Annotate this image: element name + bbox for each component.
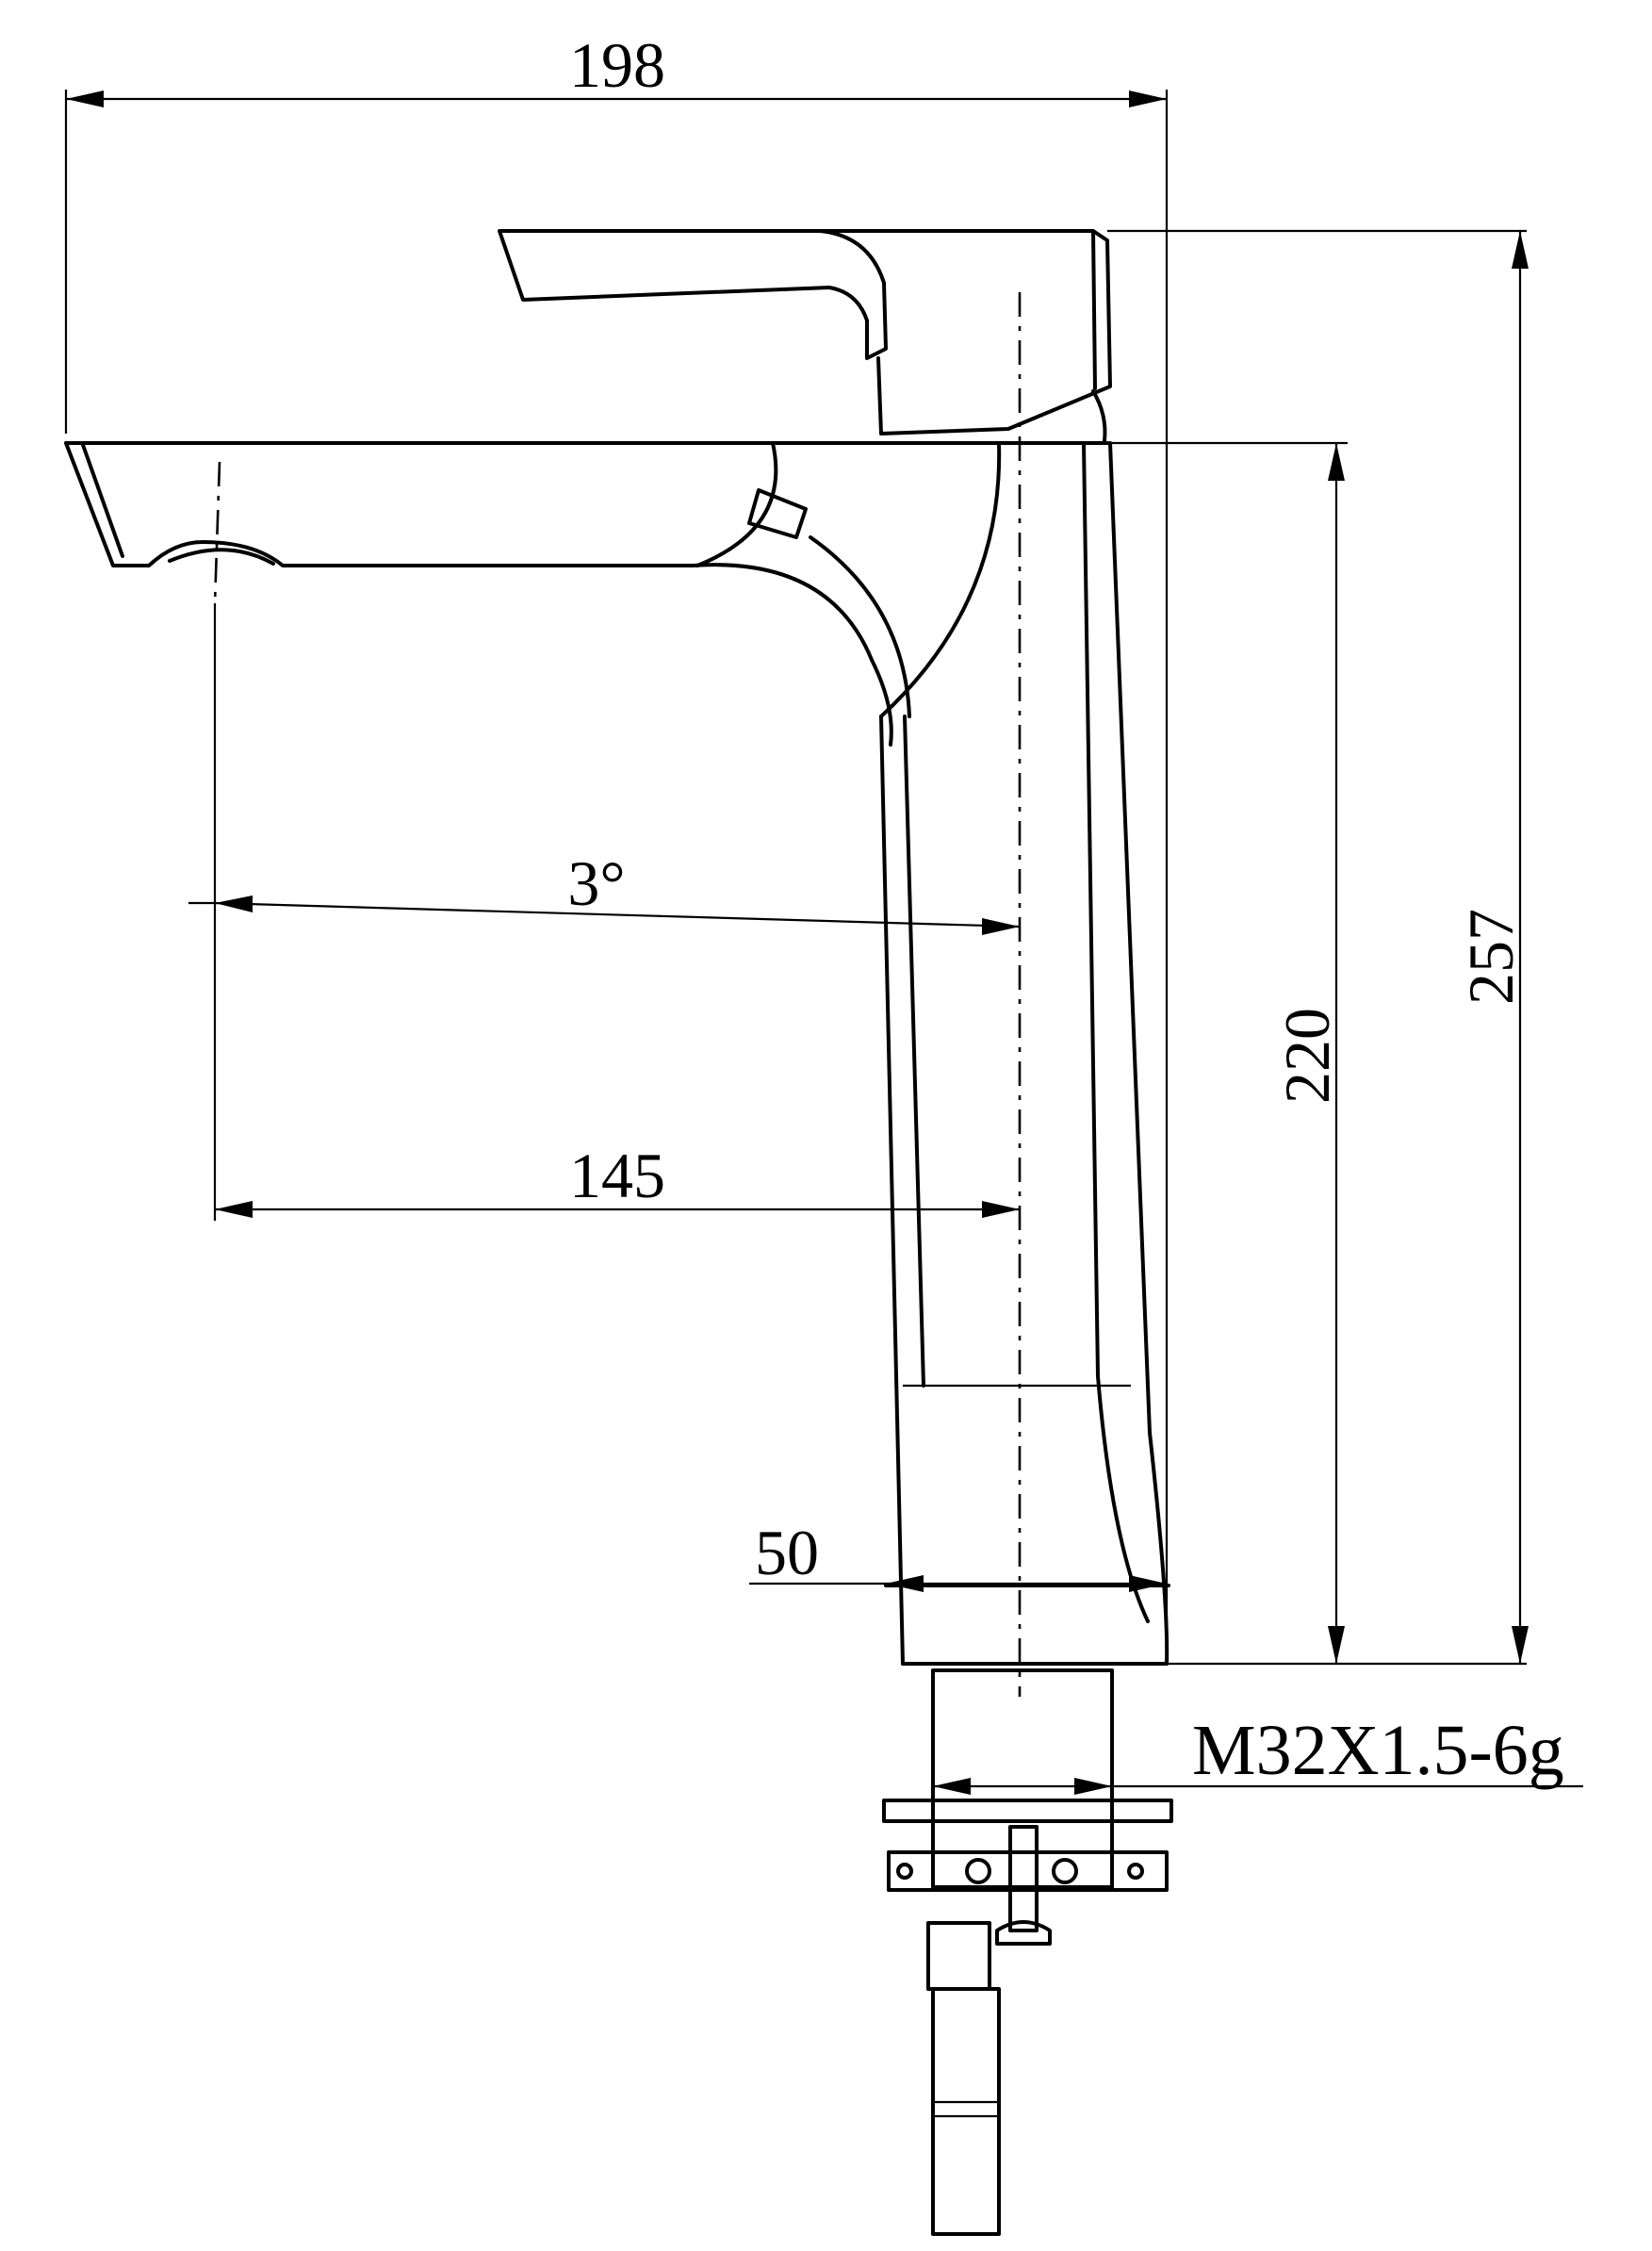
body-column — [879, 441, 1169, 1666]
mounting-nut — [887, 1850, 1169, 1892]
faucet-outline — [64, 229, 1173, 2236]
handle-lever — [498, 229, 888, 360]
handle-body — [818, 229, 1112, 435]
dimension-lines — [66, 90, 1583, 1795]
dimension-labels: 198 3° 145 50 220 257 M32X1.5-6g — [567, 29, 1563, 1790]
dim-overall-width: 198 — [569, 29, 665, 101]
supply-hose — [926, 1921, 991, 1991]
extension-lines — [64, 90, 1527, 1666]
dim-overall-height: 257 — [1455, 909, 1527, 1005]
dim-body-height: 220 — [1271, 1008, 1343, 1104]
center-lines — [213, 292, 1022, 1697]
dim-base-diameter: 50 — [755, 1517, 819, 1588]
thread-spec-label: M32X1.5-6g — [1192, 1711, 1564, 1790]
spout — [64, 441, 1109, 747]
threaded-shank — [931, 1668, 1114, 1889]
mounting-washer — [882, 1799, 1173, 1823]
dim-spout-reach: 145 — [569, 1140, 665, 1211]
dim-spout-angle: 3° — [567, 847, 625, 919]
